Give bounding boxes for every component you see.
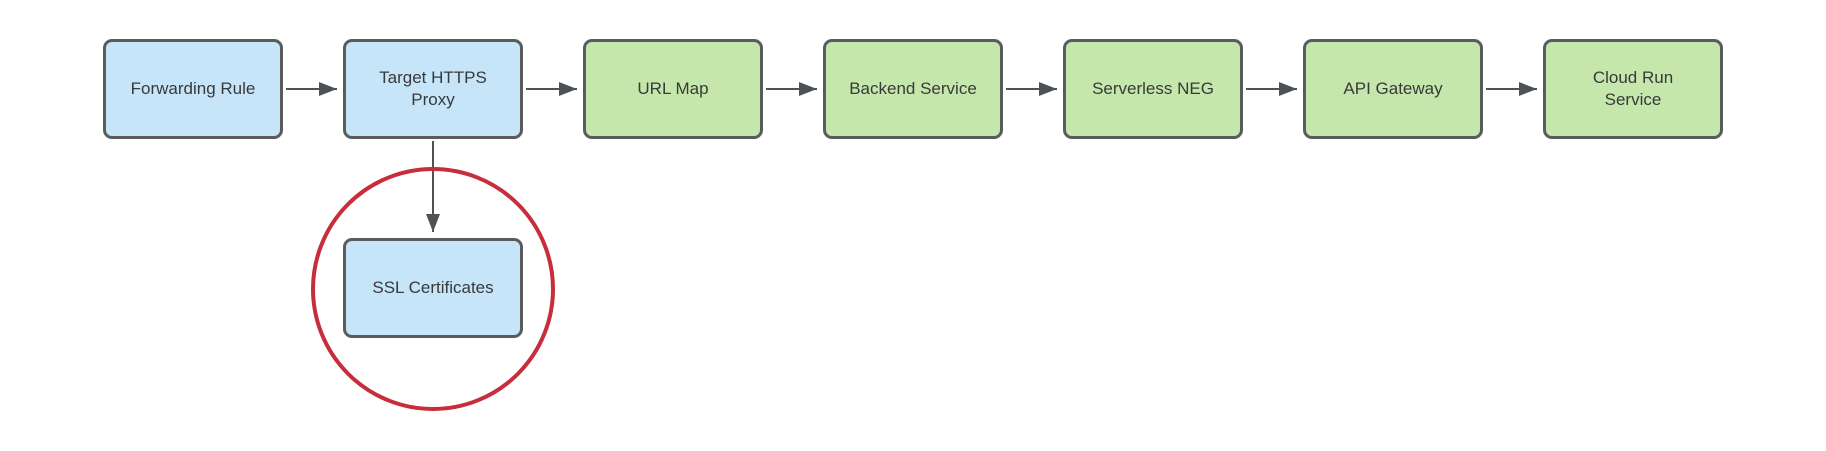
- node-forwarding-rule: Forwarding Rule: [103, 39, 283, 139]
- node-cloud-run-service: Cloud Run Service: [1543, 39, 1723, 139]
- node-ssl-certificates: SSL Certificates: [343, 238, 523, 338]
- node-label: Forwarding Rule: [130, 78, 256, 98]
- node-label: Backend Service: [849, 78, 977, 98]
- node-backend-service: Backend Service: [823, 39, 1003, 139]
- node-label: Target HTTPS Proxy: [379, 67, 487, 109]
- node-serverless-neg: Serverless NEG: [1063, 39, 1243, 139]
- node-url-map: URL Map: [583, 39, 763, 139]
- node-api-gateway: API Gateway: [1303, 39, 1483, 139]
- node-label: API Gateway: [1343, 78, 1443, 98]
- node-label: Cloud Run Service: [1592, 67, 1674, 109]
- node-label: URL Map: [637, 78, 709, 98]
- node-label: SSL Certificates: [372, 277, 494, 297]
- node-target-https-proxy: Target HTTPS Proxy: [343, 39, 523, 139]
- node-label: Serverless NEG: [1092, 78, 1214, 98]
